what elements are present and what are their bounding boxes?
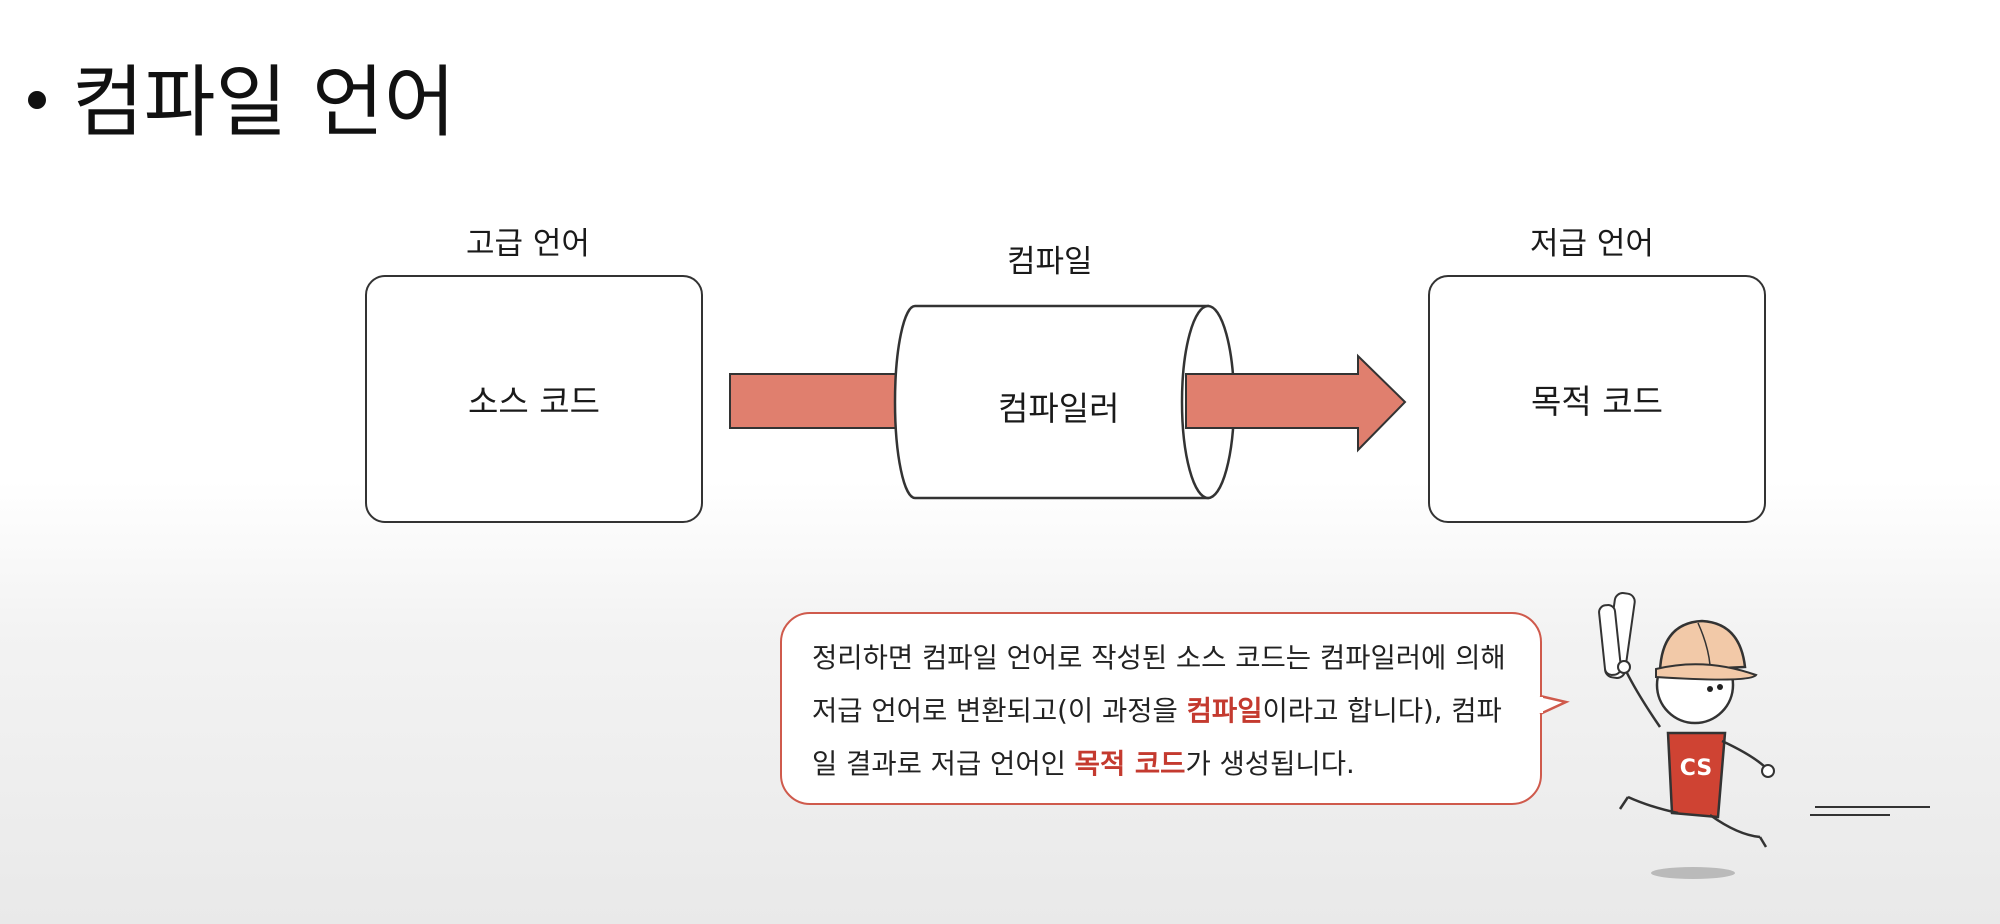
mascot-character: CS bbox=[1598, 592, 1930, 879]
slide-title-text: 컴파일 언어 bbox=[72, 58, 456, 148]
summary-text-1: 정리하면 컴파일 언어로 작성된 소스 코드는 컴파일러에 의해 저급 언어로 … bbox=[812, 642, 1506, 727]
input-arrow bbox=[729, 373, 911, 429]
summary-text-3: 가 생성됩니다. bbox=[1185, 748, 1355, 780]
hard-hat-icon bbox=[1655, 619, 1758, 681]
target-code-text: 목적 코드 bbox=[1531, 382, 1663, 421]
highlight-compile: 컴파일 bbox=[1186, 695, 1263, 727]
source-code-text: 소스 코드 bbox=[468, 382, 600, 421]
bullet-dot bbox=[28, 91, 46, 109]
shirt bbox=[1666, 731, 1727, 819]
summary-text-2: 이라고 합니다), 컴파일 결과로 저급 언어인 bbox=[812, 695, 1502, 780]
high-level-language-label: 고급 언어 bbox=[466, 226, 590, 262]
low-level-language-label: 저급 언어 bbox=[1530, 226, 1654, 262]
highlight-target-code: 목적 코드 bbox=[1074, 748, 1186, 780]
compiler-text: 컴파일러 bbox=[998, 389, 1120, 428]
compile-label: 컴파일 bbox=[1007, 244, 1093, 280]
target-code-box: 목적 코드 bbox=[1428, 275, 1766, 523]
speech-bubble-tail bbox=[1535, 694, 1570, 716]
compiler-cylinder bbox=[893, 304, 1210, 500]
source-code-box: 소스 코드 bbox=[365, 275, 703, 523]
summary-speech-bubble: 정리하면 컴파일 언어로 작성된 소스 코드는 컴파일러에 의해 저급 언어로 … bbox=[780, 612, 1542, 805]
scroll-icon bbox=[1598, 592, 1636, 679]
shirt-text: CS bbox=[1680, 756, 1712, 781]
slide-title: 컴파일 언어 bbox=[28, 46, 456, 148]
output-arrow bbox=[1185, 353, 1407, 453]
